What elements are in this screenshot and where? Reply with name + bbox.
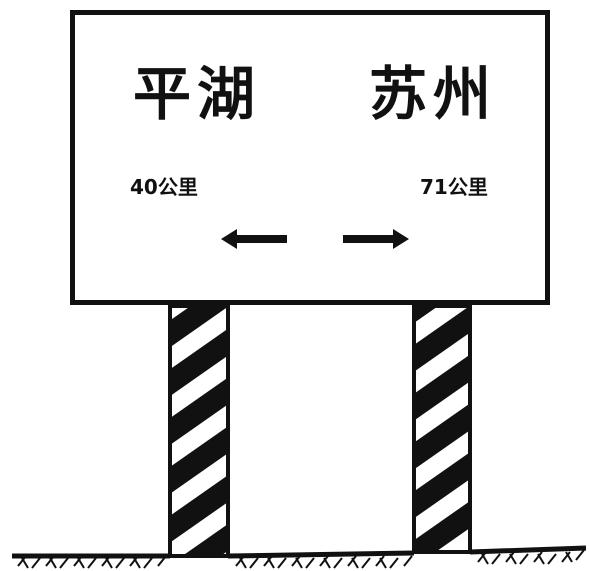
left-city-name: 平湖 bbox=[133, 60, 262, 128]
ground-line bbox=[12, 545, 587, 569]
sign-board: 平湖 苏州 40公里 71公里 bbox=[70, 10, 550, 305]
left-post bbox=[168, 304, 230, 558]
arrow-left-icon bbox=[221, 229, 287, 249]
right-distance: 71公里 bbox=[420, 175, 488, 199]
right-post bbox=[412, 304, 472, 554]
left-distance: 40公里 bbox=[130, 175, 198, 199]
right-city-name: 苏州 bbox=[369, 60, 498, 128]
arrow-right-icon bbox=[343, 229, 409, 249]
